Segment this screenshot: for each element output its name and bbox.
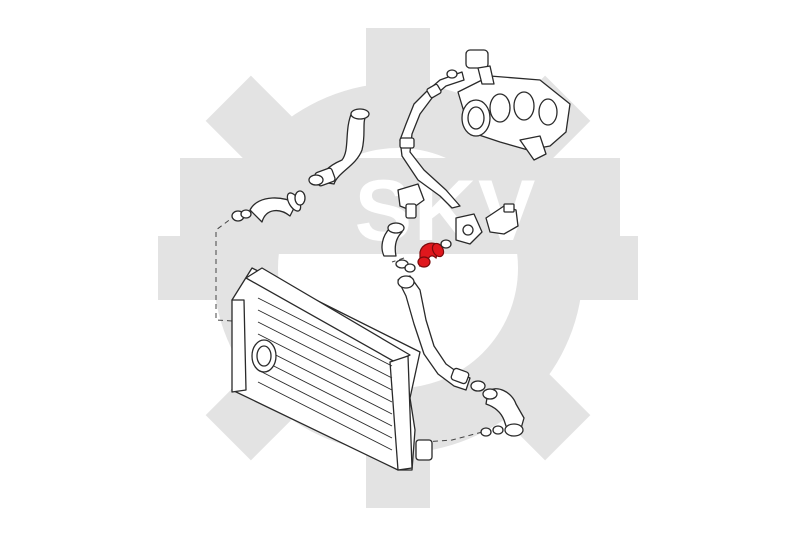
lower-right-hose — [470, 380, 525, 437]
left-connector-hose — [231, 174, 324, 223]
sensor-valve-cluster — [397, 183, 519, 245]
hose-clamps — [395, 239, 452, 273]
upper-intake-pipe — [399, 69, 465, 209]
assembly-lines — [215, 214, 491, 443]
short-bypass-hose — [381, 222, 405, 257]
turbocharger-manifold — [457, 49, 571, 161]
lower-charge-pipe — [397, 275, 471, 391]
watermark-gear-logo: SKV — [158, 28, 638, 508]
intercooler — [231, 267, 433, 471]
highlighted-hose[interactable] — [417, 241, 446, 268]
